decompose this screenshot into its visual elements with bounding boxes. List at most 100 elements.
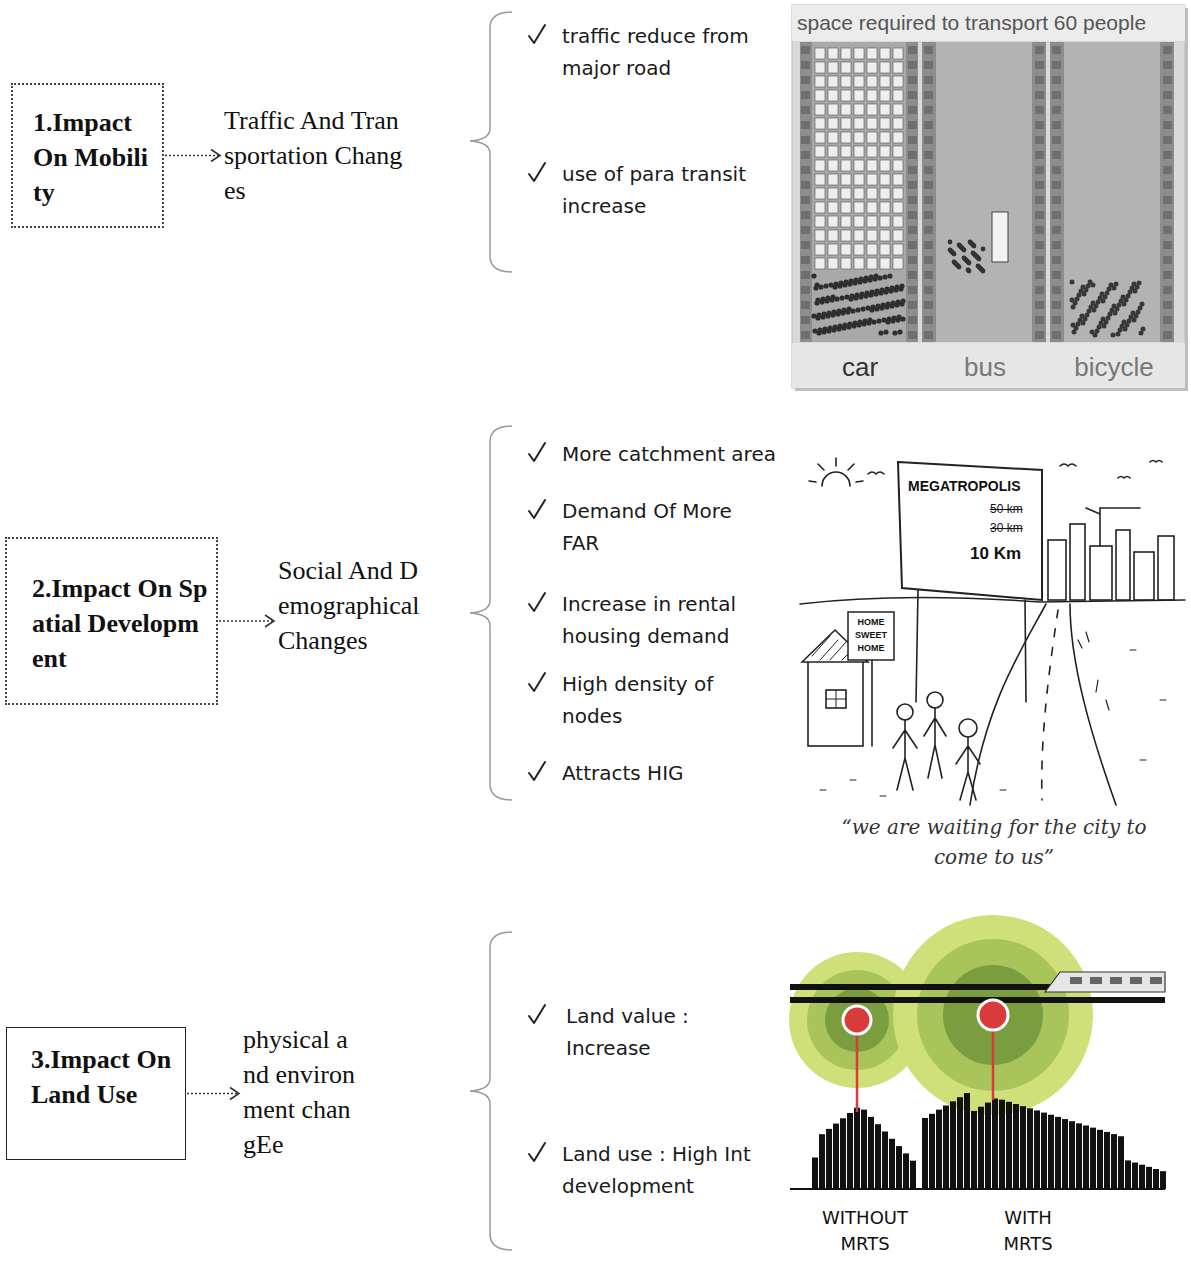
cyclist-dot bbox=[1090, 330, 1095, 335]
window bbox=[908, 211, 917, 219]
window bbox=[1163, 61, 1172, 69]
car-shape bbox=[893, 174, 903, 185]
bus-shape bbox=[992, 212, 1008, 262]
car-shape bbox=[867, 188, 877, 199]
car-shape bbox=[828, 230, 838, 241]
building-bar bbox=[1062, 1119, 1068, 1189]
car-shape bbox=[815, 90, 825, 101]
road-edge bbox=[1070, 604, 1116, 805]
car-shape bbox=[854, 244, 864, 255]
window bbox=[1163, 136, 1172, 144]
check-mark bbox=[529, 443, 545, 461]
check-item: Demand Of More FAR bbox=[562, 495, 752, 559]
car-shape bbox=[841, 132, 851, 143]
window bbox=[1052, 271, 1061, 279]
window bbox=[1035, 271, 1044, 279]
sign-post bbox=[871, 660, 873, 746]
car-shape bbox=[880, 62, 890, 73]
building-bar bbox=[999, 1100, 1005, 1189]
car-shape bbox=[828, 76, 838, 87]
window bbox=[908, 136, 917, 144]
person-dot bbox=[843, 279, 848, 284]
car-shape bbox=[828, 202, 838, 213]
window bbox=[801, 196, 810, 204]
car-shape bbox=[828, 216, 838, 227]
window bbox=[1035, 91, 1044, 99]
impact-box: 1.Impact On Mobility bbox=[11, 83, 164, 228]
window bbox=[908, 106, 917, 114]
car-shape bbox=[815, 202, 825, 213]
person-dot bbox=[890, 300, 895, 305]
person-dot bbox=[896, 314, 901, 319]
house-wall bbox=[808, 660, 863, 746]
person-dot bbox=[832, 324, 837, 329]
building-bar bbox=[985, 1103, 991, 1189]
car-shape bbox=[880, 48, 890, 59]
car-shape bbox=[841, 258, 851, 269]
window bbox=[908, 196, 917, 204]
window bbox=[1052, 181, 1061, 189]
window bbox=[924, 106, 933, 114]
window bbox=[1035, 301, 1044, 309]
window bbox=[1163, 151, 1172, 159]
window bbox=[1035, 76, 1044, 84]
person-dot bbox=[859, 291, 864, 296]
window bbox=[924, 121, 933, 129]
car-shape bbox=[854, 90, 864, 101]
window bbox=[1052, 121, 1061, 129]
change-text: Traffic And Transportation Changes bbox=[224, 103, 406, 208]
person-dot bbox=[976, 264, 981, 269]
window bbox=[1035, 166, 1044, 174]
change-text: physical and environment changEe bbox=[243, 1022, 357, 1162]
building-bar bbox=[819, 1134, 825, 1189]
ground-line bbox=[790, 1188, 1165, 1190]
person-dot bbox=[862, 318, 867, 323]
rail bbox=[790, 997, 1165, 1003]
person-dot bbox=[963, 257, 968, 262]
person-dot bbox=[873, 273, 878, 278]
check-item: use of para transit increase bbox=[562, 158, 752, 222]
impact-box: 3.Impact On Land Use bbox=[6, 1027, 186, 1160]
building bbox=[1070, 524, 1085, 600]
car-shape bbox=[893, 104, 903, 115]
cyclist-dot bbox=[1100, 292, 1105, 297]
window bbox=[924, 301, 933, 309]
person-dot bbox=[855, 307, 860, 312]
photo-frame bbox=[792, 5, 1185, 388]
person-dot bbox=[875, 303, 880, 308]
building bbox=[1116, 530, 1130, 600]
building-bar bbox=[1041, 1113, 1047, 1189]
person-dot bbox=[814, 282, 819, 287]
window bbox=[1035, 61, 1044, 69]
window bbox=[1163, 301, 1172, 309]
car-shape bbox=[854, 160, 864, 171]
car-shape bbox=[828, 188, 838, 199]
car-shape bbox=[841, 62, 851, 73]
person-dot bbox=[869, 289, 874, 294]
car-shape bbox=[815, 48, 825, 59]
building-bar bbox=[1153, 1169, 1159, 1189]
window bbox=[801, 106, 810, 114]
cyclist-dot bbox=[1109, 283, 1114, 288]
building bbox=[1090, 546, 1112, 600]
cyclist-dot bbox=[1101, 317, 1106, 322]
window bbox=[924, 151, 933, 159]
building-bar bbox=[957, 1097, 963, 1189]
building-bar bbox=[1055, 1117, 1061, 1189]
dotted-arrow bbox=[219, 615, 274, 627]
window bbox=[1035, 181, 1044, 189]
cyclist-dot bbox=[1140, 302, 1145, 307]
car-shape bbox=[867, 174, 877, 185]
building-bar bbox=[1027, 1108, 1033, 1189]
sun-rays bbox=[809, 458, 863, 482]
building-bar bbox=[971, 1111, 977, 1189]
car-shape bbox=[854, 188, 864, 199]
person-dot bbox=[894, 284, 899, 289]
person-dot bbox=[957, 243, 962, 248]
person-dot bbox=[828, 282, 833, 287]
check-mark bbox=[529, 762, 545, 780]
window bbox=[1035, 331, 1044, 339]
window bbox=[924, 211, 933, 219]
car-shape bbox=[893, 258, 903, 269]
window bbox=[1052, 211, 1061, 219]
